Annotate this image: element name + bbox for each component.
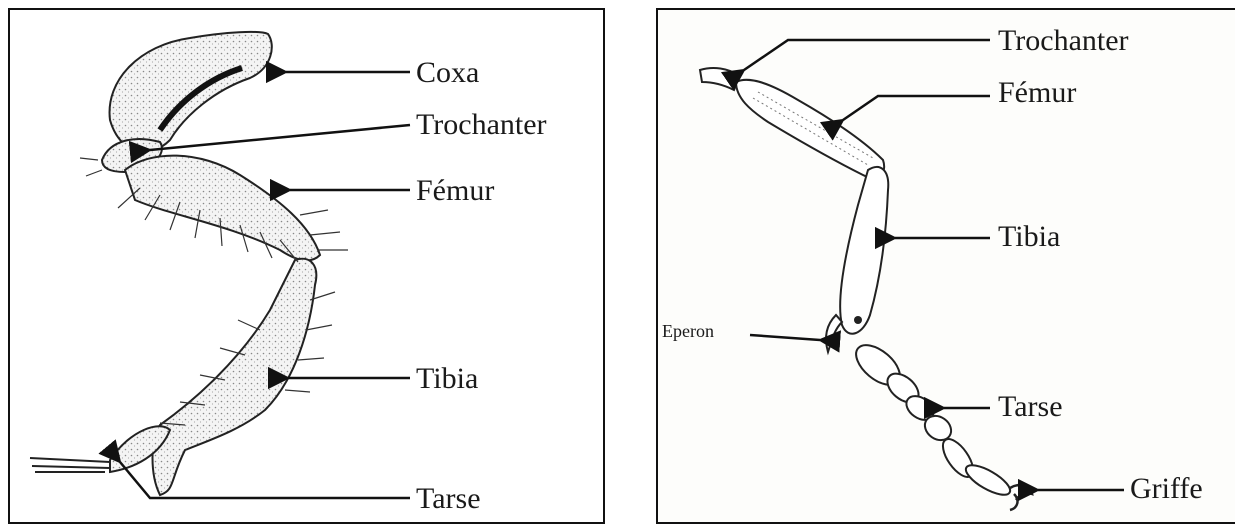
- femur-label: Fémur: [416, 176, 494, 206]
- right-leg-diagram-panel: Trochanter Fémur Tibia Eperon Tarse Grif…: [656, 8, 1235, 524]
- griffe-claw: [1010, 485, 1032, 510]
- trochanter-segment: [700, 68, 740, 90]
- tarse-label: Tarse: [416, 484, 481, 514]
- coxa-segment: [110, 32, 272, 152]
- femur-label: Fémur: [998, 78, 1076, 108]
- left-leg-drawing: [10, 10, 607, 526]
- tibia-segment: [840, 167, 888, 334]
- trochanter-label: Trochanter: [416, 110, 547, 140]
- tarse-segments: [849, 338, 1014, 501]
- tibia-label: Tibia: [416, 364, 478, 394]
- eperon-label: Eperon: [662, 322, 714, 340]
- eperon-spur: [826, 315, 842, 352]
- tarse-label: Tarse: [998, 392, 1063, 422]
- femur-segment: [736, 80, 884, 178]
- griffe-label: Griffe: [1130, 474, 1203, 504]
- right-leg-drawing: [658, 10, 1235, 526]
- trochanter-label: Trochanter: [998, 26, 1129, 56]
- left-leg-diagram-panel: Coxa Trochanter Fémur Tibia Tarse: [8, 8, 605, 524]
- coxa-label: Coxa: [416, 58, 479, 88]
- tibia-label: Tibia: [998, 222, 1060, 252]
